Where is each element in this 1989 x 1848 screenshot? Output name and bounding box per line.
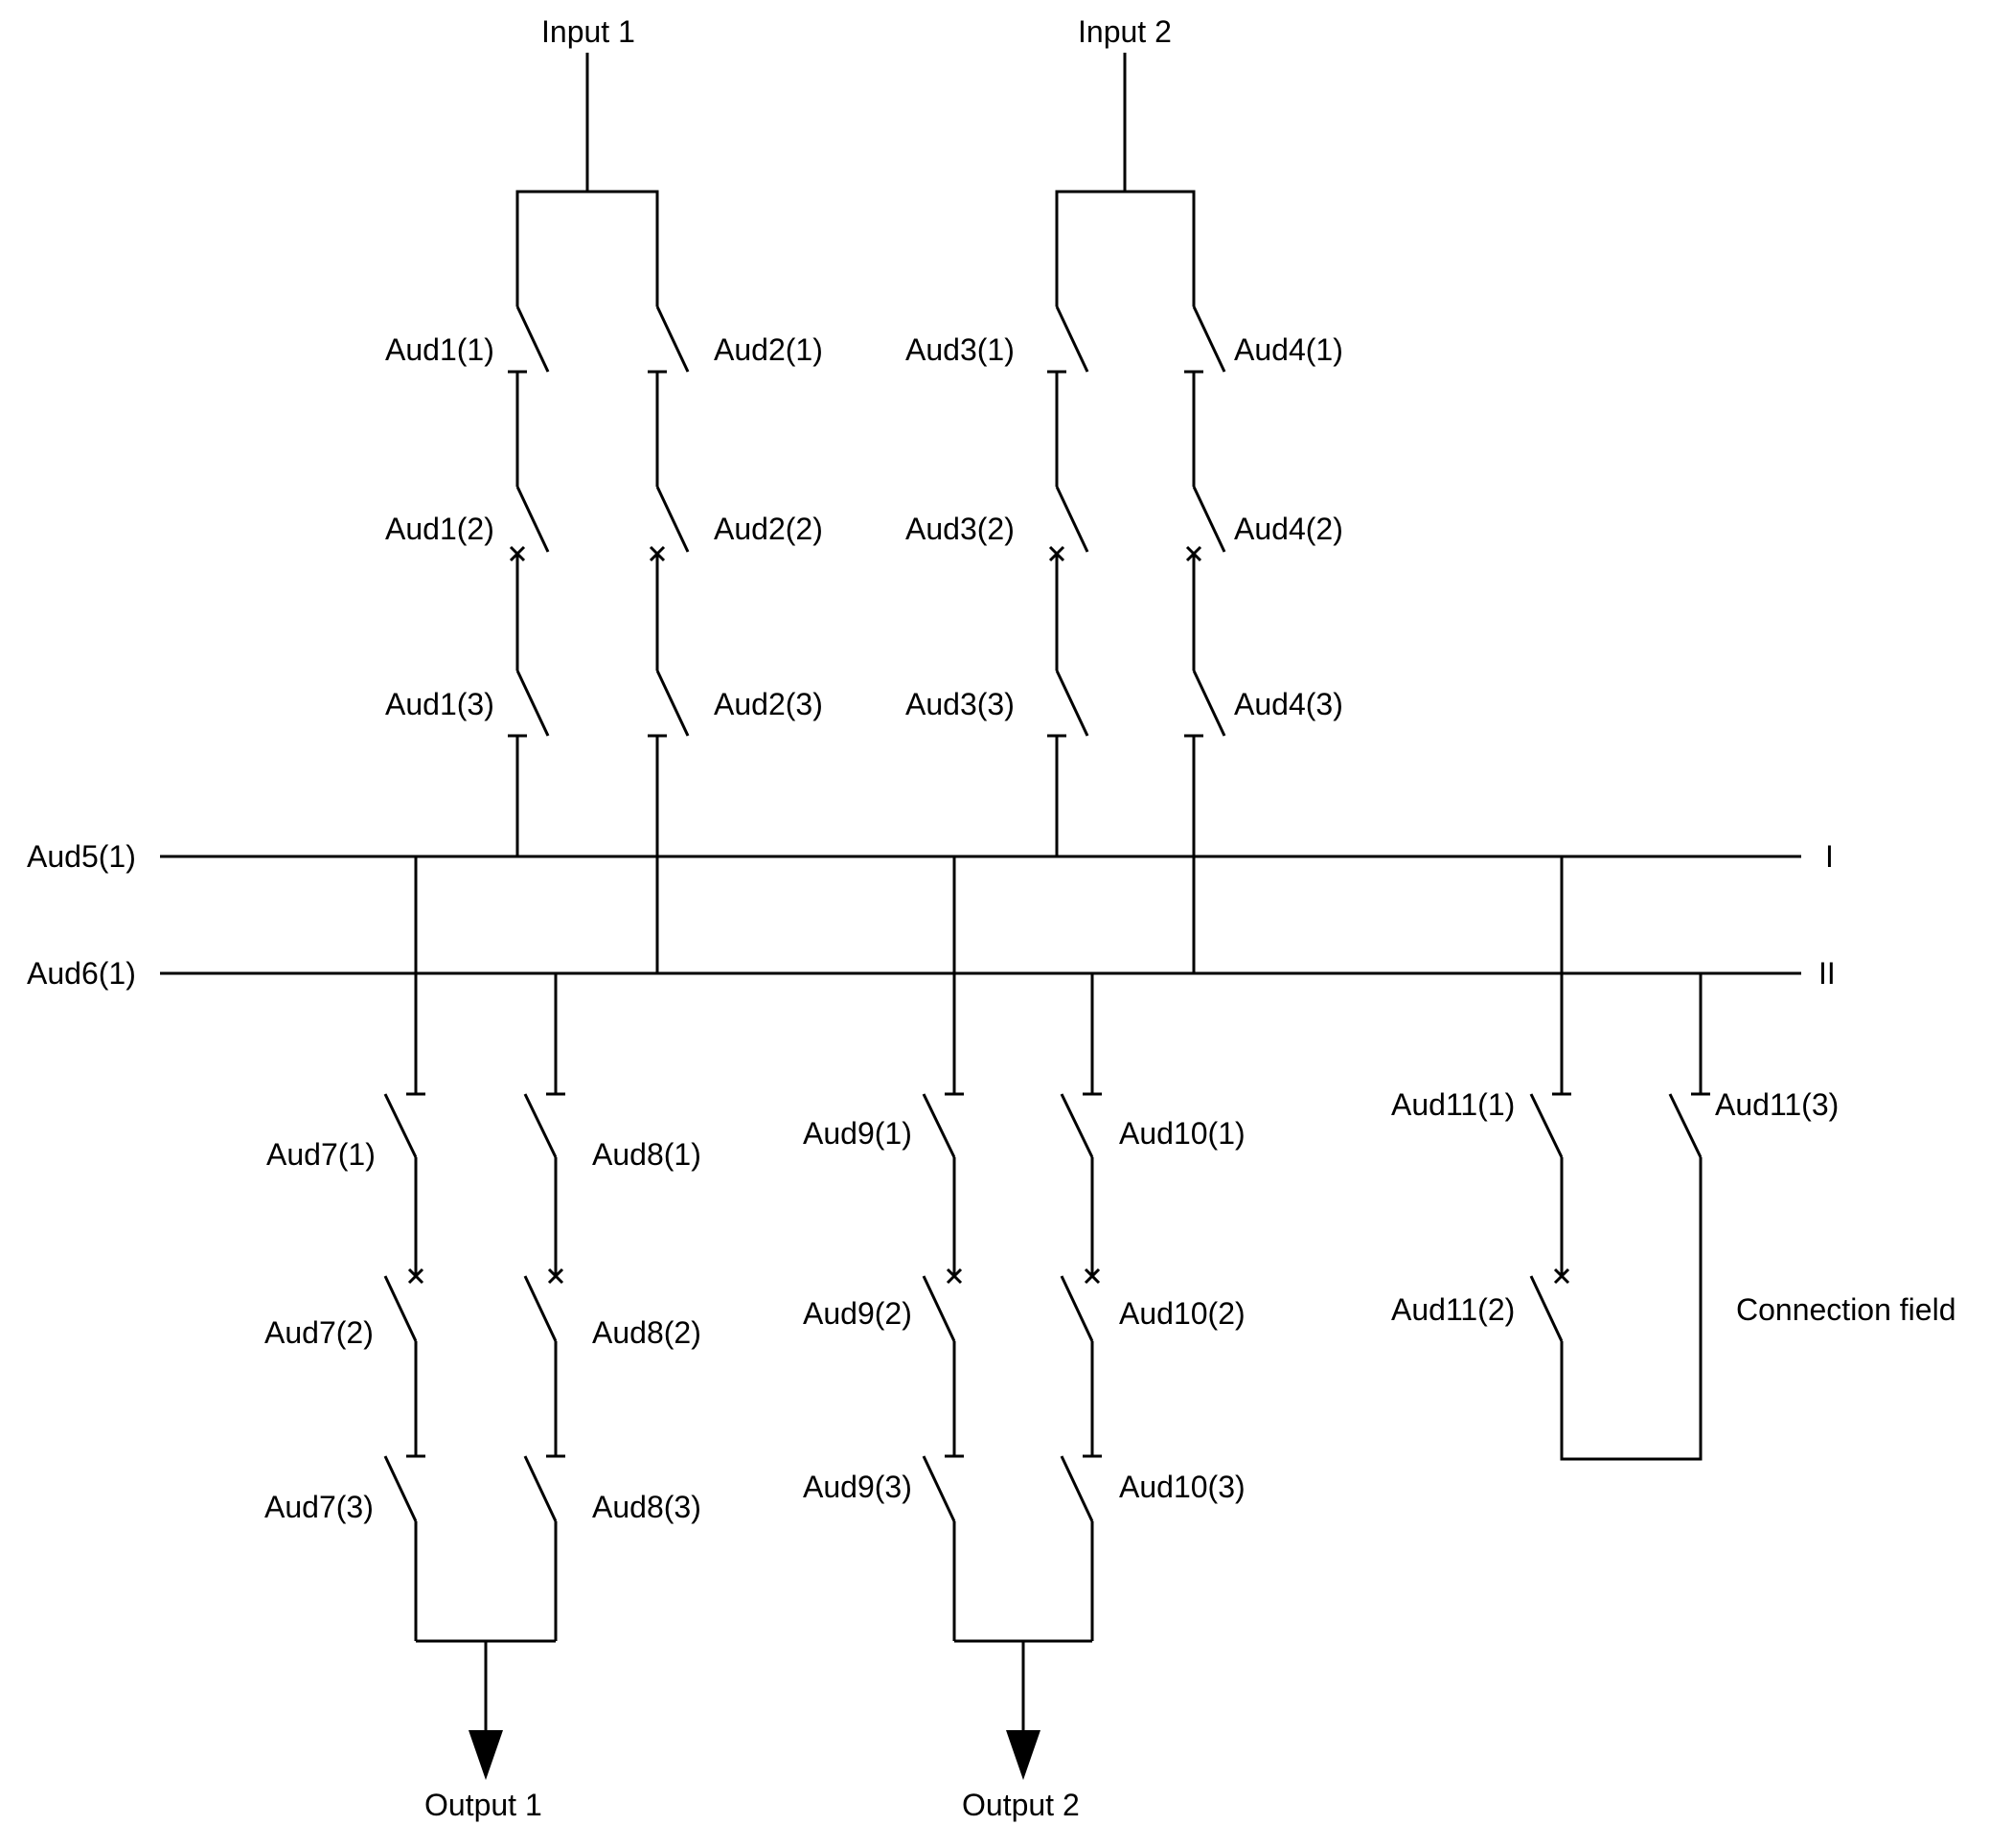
switch-label-aud10-2: Aud10(2) bbox=[1119, 1296, 1246, 1331]
aud1-column bbox=[508, 306, 550, 856]
switch-label-aud3-1: Aud3(1) bbox=[905, 332, 1015, 367]
switch-label-aud10-3: Aud10(3) bbox=[1119, 1470, 1246, 1504]
input-2-fork bbox=[1055, 190, 1196, 307]
aud4-column bbox=[1184, 306, 1226, 973]
input-1-fork bbox=[515, 190, 659, 307]
switch-label-aud7-3: Aud7(3) bbox=[264, 1490, 374, 1524]
switch-label-aud9-3: Aud9(3) bbox=[803, 1470, 912, 1504]
aud9-column bbox=[922, 856, 964, 1641]
output-2-arrow bbox=[1006, 1730, 1040, 1780]
aud7-column bbox=[383, 856, 425, 1641]
switch-label-aud9-1: Aud9(1) bbox=[803, 1116, 912, 1151]
switch-label-aud3-3: Aud3(3) bbox=[905, 687, 1015, 721]
switch-label-aud8-2: Aud8(2) bbox=[592, 1315, 701, 1350]
switch-label-aud8-1: Aud8(1) bbox=[592, 1137, 701, 1172]
output-1-arrow bbox=[469, 1730, 503, 1780]
switch-label-aud7-1: Aud7(1) bbox=[266, 1137, 376, 1172]
switch-label-aud7-2: Aud7(2) bbox=[264, 1315, 374, 1350]
switch-label-aud11-3: Aud11(3) bbox=[1715, 1087, 1839, 1122]
aud2-column bbox=[648, 306, 690, 973]
input-1-label: Input 1 bbox=[541, 14, 635, 49]
busbar-i-name: Aud5(1) bbox=[27, 839, 136, 874]
switch-label-aud2-2: Aud2(2) bbox=[714, 512, 823, 546]
switch-label-aud3-2: Aud3(2) bbox=[905, 512, 1015, 546]
switch-label-aud2-3: Aud2(3) bbox=[714, 687, 823, 721]
connection-field-label: Connection field bbox=[1736, 1292, 1955, 1327]
busbar-ii-roman: II bbox=[1818, 956, 1836, 991]
aud10-column bbox=[1060, 973, 1102, 1641]
switch-label-aud1-3: Aud1(3) bbox=[385, 687, 494, 721]
busbar-ii-name: Aud6(1) bbox=[27, 956, 136, 991]
switch-label-aud4-3: Aud4(3) bbox=[1234, 687, 1343, 721]
switch-label-aud10-1: Aud10(1) bbox=[1119, 1116, 1246, 1151]
busbar-i-roman: I bbox=[1825, 839, 1834, 874]
switch-label-aud9-2: Aud9(2) bbox=[803, 1296, 912, 1331]
switch-label-aud1-1: Aud1(1) bbox=[385, 332, 494, 367]
aud11-connection-field bbox=[1529, 856, 1710, 1461]
switch-label-aud1-2: Aud1(2) bbox=[385, 512, 494, 546]
input-2-label: Input 2 bbox=[1078, 14, 1172, 49]
aud8-column bbox=[523, 973, 565, 1641]
aud3-column bbox=[1047, 306, 1089, 856]
output-1-label: Output 1 bbox=[424, 1788, 542, 1822]
switch-label-aud11-1: Aud11(1) bbox=[1391, 1087, 1515, 1122]
switch-label-aud11-2: Aud11(2) bbox=[1391, 1292, 1515, 1327]
switch-label-aud2-1: Aud2(1) bbox=[714, 332, 823, 367]
switch-label-aud8-3: Aud8(3) bbox=[592, 1490, 701, 1524]
switch-label-aud4-1: Aud4(1) bbox=[1234, 332, 1343, 367]
switch-label-aud4-2: Aud4(2) bbox=[1234, 512, 1343, 546]
output-2-label: Output 2 bbox=[962, 1788, 1080, 1822]
